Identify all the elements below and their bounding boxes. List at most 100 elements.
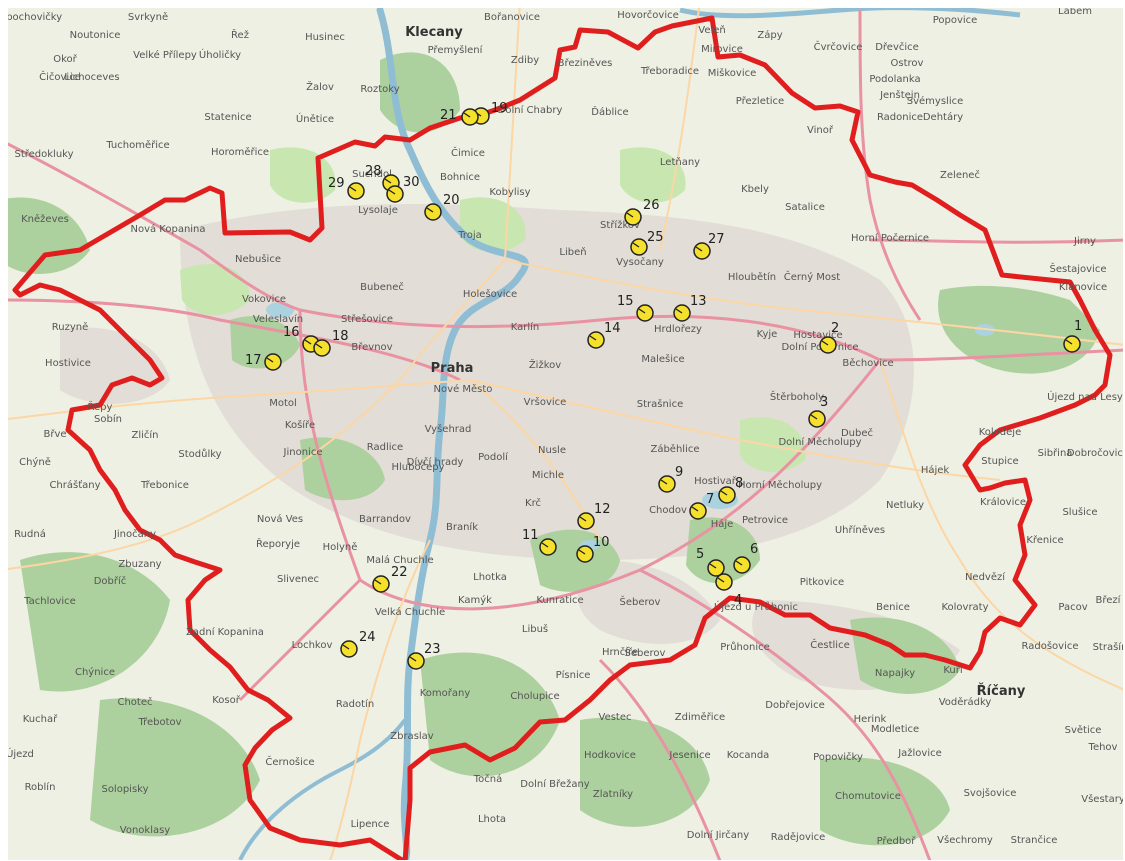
marker-tick <box>720 490 728 496</box>
berounka-river <box>238 718 407 860</box>
place-label: Strašnice <box>637 398 683 410</box>
place-label: Veleslavín <box>253 313 303 325</box>
marker-tick <box>626 212 634 218</box>
map-marker-22[interactable]: 22 <box>372 565 408 593</box>
place-label: Bořanovice <box>484 11 540 23</box>
place-label: Zbuzany <box>118 559 161 570</box>
place-label: Čestlice <box>810 638 849 651</box>
place-label: Holyně <box>323 541 358 553</box>
map-marker-10[interactable]: 10 <box>576 535 610 563</box>
map-marker-6[interactable]: 6 <box>733 542 758 574</box>
marker-tick <box>384 178 392 184</box>
place-label: Velká Chuchle <box>375 606 445 618</box>
place-label: Dolní Chabry <box>498 104 563 116</box>
place-label: Únětice <box>296 112 334 125</box>
place-label: Hloubětín <box>728 271 776 283</box>
place-label: Průhonice <box>720 641 770 653</box>
place-label: Podolí <box>478 451 509 463</box>
map-marker-12[interactable]: 12 <box>577 502 611 530</box>
place-label: Cholupice <box>510 691 559 702</box>
map-marker-15[interactable]: 15 <box>617 294 654 322</box>
place-label: Hrdlořezy <box>654 323 702 335</box>
map-marker-3[interactable]: 3 <box>808 395 828 428</box>
map-marker-23[interactable]: 23 <box>407 642 441 670</box>
map-marker-21[interactable]: 21 <box>440 108 479 126</box>
place-label: Choteč <box>117 696 152 708</box>
marker-label: 19 <box>491 101 508 116</box>
place-label: Lipence <box>351 819 390 830</box>
vltava-river <box>376 8 529 860</box>
map-marker-8[interactable]: 8 <box>718 476 743 504</box>
map-marker-25[interactable]: 25 <box>630 230 664 256</box>
map-marker-26[interactable]: 26 <box>624 198 660 226</box>
map-marker-11[interactable]: 11 <box>522 528 557 556</box>
place-label: Dolní Břežany <box>520 778 590 790</box>
map-marker-29[interactable]: 29 <box>328 176 365 200</box>
marker-tick <box>541 542 549 548</box>
place-label: Krč <box>525 497 541 509</box>
place-label: Kamýk <box>458 594 492 606</box>
marker-label: 11 <box>522 528 539 543</box>
motorways <box>8 9 1123 860</box>
place-label: Přezletice <box>736 95 784 107</box>
marker-label: 25 <box>647 230 664 245</box>
place-label: Slivenec <box>277 574 319 585</box>
map-marker-17[interactable]: 17 <box>245 353 282 371</box>
marker-label: 17 <box>245 353 262 368</box>
map-marker-9[interactable]: 9 <box>658 465 683 493</box>
marker-tick <box>374 579 382 585</box>
place-label: Strančice <box>1011 834 1058 846</box>
place-label: Sobín <box>94 413 122 425</box>
map-marker-20[interactable]: 20 <box>424 193 460 221</box>
place-label: Říčany <box>977 683 1026 699</box>
marker-label: 3 <box>820 395 828 410</box>
place-label: Všestary <box>1081 793 1125 805</box>
place-label: Předboř <box>877 835 917 847</box>
marker-tick <box>735 560 743 566</box>
place-label: Uhříněves <box>835 524 885 536</box>
place-label: Holešovice <box>463 288 517 300</box>
marker-tick <box>426 207 434 213</box>
place-label: Velké Přílepy <box>133 49 197 61</box>
place-label: Zlatníky <box>593 788 633 800</box>
place-label: Řež <box>231 28 249 41</box>
place-label: Vonoklasy <box>120 825 171 836</box>
map-marker-1[interactable]: 1 <box>1063 319 1082 353</box>
place-label: Roztoky <box>360 84 399 95</box>
map-marker-14[interactable]: 14 <box>587 321 621 349</box>
marker-label: 5 <box>696 547 704 562</box>
map-marker-30[interactable]: 30 <box>386 175 420 203</box>
place-label: Chýnice <box>75 666 115 678</box>
place-label: Lhota <box>478 814 506 825</box>
map-marker-13[interactable]: 13 <box>673 294 707 322</box>
place-label: Vršovice <box>524 396 567 408</box>
map-marker-24[interactable]: 24 <box>340 630 376 658</box>
place-label: Koloděje <box>979 426 1022 438</box>
map-marker-4[interactable]: 4 <box>715 573 742 608</box>
place-label: Jinonice <box>283 447 323 458</box>
map-marker-2[interactable]: 2 <box>819 321 839 354</box>
marker-label: 15 <box>617 294 634 309</box>
place-label: Kuří <box>943 664 964 676</box>
place-label: Hostivař <box>694 475 737 487</box>
place-label: Kolovraty <box>941 602 988 613</box>
map-marker-27[interactable]: 27 <box>693 232 725 260</box>
place-label: Karlín <box>511 321 540 333</box>
map-marker-18[interactable]: 18 <box>313 329 349 357</box>
map-marker-7[interactable]: 7 <box>689 492 714 520</box>
place-label: Dehtáry <box>923 111 963 123</box>
place-label: Středokluky <box>14 148 73 160</box>
place-label: Klecany <box>405 25 463 40</box>
place-label: Hájek <box>921 464 950 476</box>
place-label: Dívčí hrady <box>407 456 464 468</box>
place-label: Nové Město <box>434 383 493 395</box>
place-label: Záběhlice <box>650 443 699 455</box>
marker-tick <box>695 246 703 252</box>
map-marker-5[interactable]: 5 <box>696 547 725 577</box>
place-label: Dobříč <box>94 575 127 587</box>
elbe-river <box>679 8 1021 19</box>
place-label: Horoměřice <box>211 146 269 158</box>
